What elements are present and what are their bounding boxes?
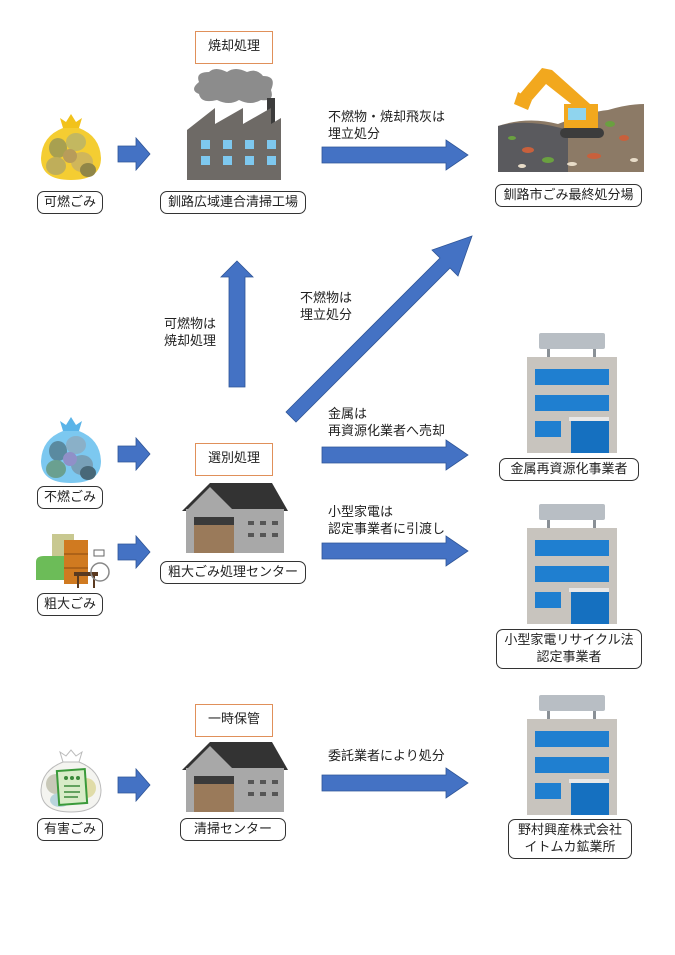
- blue-garbage-bag-icon: [41, 417, 101, 483]
- warehouse-icon: [182, 483, 288, 553]
- flow-arrow: [117, 436, 151, 472]
- flow-note-line: 可燃物は: [164, 317, 217, 332]
- flow-note-sorting-to-appliance: 小型家電は 認定事業者に引渡し: [328, 504, 445, 538]
- process-tag-incineration: 焼却処理: [195, 31, 273, 64]
- flow-note-line: 再資源化業者へ売却: [328, 424, 446, 439]
- office-building-icon: [527, 333, 617, 453]
- facility-label-incineration: 釧路広域連合清掃工場: [160, 191, 306, 214]
- destination-label-nomura: 野村興産株式会社 イトムカ鉱業所: [508, 819, 632, 859]
- flow-arrow-sorting-to-landfill: [285, 235, 473, 423]
- source-label-bulky: 粗大ごみ: [37, 593, 103, 616]
- bulky-furniture-icon: [36, 534, 110, 588]
- flow-note-line: 委託業者により処分: [328, 749, 445, 764]
- destination-label-line: 認定事業者: [536, 650, 602, 665]
- flow-arrow: [117, 534, 151, 570]
- flow-note-sorting-to-landfill: 不燃物は 埋立処分: [300, 290, 352, 324]
- flow-note-line: 埋立処分: [300, 308, 353, 323]
- destination-label-appliance: 小型家電リサイクル法 認定事業者: [496, 629, 642, 669]
- office-building-icon: [527, 504, 617, 624]
- warehouse-icon: [182, 742, 288, 812]
- facility-label-storage: 清掃センター: [180, 818, 286, 841]
- flow-note-line: 金属は: [328, 407, 368, 422]
- flow-arrow-sorting-to-metal: [321, 439, 469, 471]
- flow-note-sorting-to-incineration: 可燃物は 焼却処理: [164, 316, 216, 350]
- facility-label-sorting: 粗大ごみ処理センター: [160, 561, 306, 584]
- flow-arrow-sorting-to-appliance: [321, 535, 469, 567]
- flow-arrow-storage-to-nomura: [321, 767, 469, 799]
- landfill-excavator-icon: [498, 68, 644, 172]
- destination-label-line: 野村興産株式会社: [517, 823, 622, 838]
- flow-arrow-incineration-to-landfill: [321, 139, 469, 171]
- flow-note-line: 不燃物・焼却飛灰は: [328, 110, 446, 125]
- flow-arrow-sorting-to-incineration: [220, 260, 254, 388]
- office-building-icon: [527, 695, 617, 815]
- flow-arrow: [117, 136, 151, 172]
- flow-note-line: 認定事業者に引渡し: [328, 522, 446, 537]
- process-tag-sorting: 選別処理: [195, 443, 273, 476]
- flow-note-sorting-to-metal: 金属は 再資源化業者へ売却: [328, 406, 445, 440]
- destination-label-line: 小型家電リサイクル法: [504, 633, 634, 648]
- flow-arrow: [117, 767, 151, 803]
- flow-note-line: 埋立処分: [328, 127, 381, 142]
- flow-note-line: 不燃物は: [300, 291, 353, 306]
- destination-label-metal: 金属再資源化事業者: [499, 458, 639, 481]
- flow-note-line: 小型家電は: [328, 505, 394, 520]
- hazardous-garbage-bag-icon: [40, 749, 102, 813]
- destination-label-landfill: 釧路市ごみ最終処分場: [495, 184, 642, 207]
- flow-note-line: 焼却処理: [164, 334, 217, 349]
- yellow-garbage-bag-icon: [41, 114, 101, 180]
- source-label-hazardous: 有害ごみ: [37, 818, 103, 841]
- source-label-combustible: 可燃ごみ: [37, 191, 103, 214]
- flow-note-storage-to-nomura: 委託業者により処分: [328, 748, 445, 765]
- source-label-noncombustible: 不燃ごみ: [37, 486, 103, 509]
- factory-icon: [187, 69, 281, 180]
- process-tag-storage: 一時保管: [195, 704, 273, 737]
- destination-label-line: イトムカ鉱業所: [524, 840, 616, 855]
- flow-note-incineration-to-landfill: 不燃物・焼却飛灰は 埋立処分: [328, 109, 445, 143]
